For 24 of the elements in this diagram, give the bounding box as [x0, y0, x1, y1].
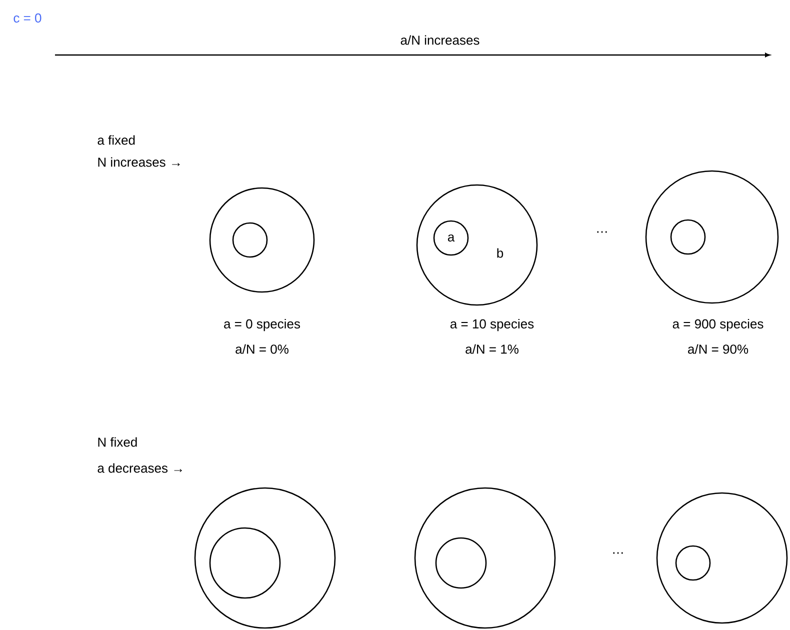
circle [656, 492, 788, 624]
ellipsis: … [613, 552, 623, 554]
row-label: N fixed [98, 437, 137, 447]
circle [435, 537, 487, 589]
node-label: a/N = 0% [236, 344, 288, 354]
circle [645, 170, 779, 304]
parameter-label: c = 0 [14, 13, 42, 23]
circle [232, 222, 268, 258]
circle [209, 187, 315, 293]
row-label: a fixed [98, 135, 135, 145]
axis-label: a/N increases [400, 35, 480, 45]
node-label: a/N = 90% [688, 344, 748, 354]
node-label: a = 900 species [672, 318, 764, 332]
circle [194, 487, 336, 629]
circle [675, 545, 711, 581]
circle [670, 219, 706, 255]
node-label: a = 10 species [450, 318, 534, 332]
node-label: a = 0 species [224, 318, 300, 332]
node-label: a/N = 1% [466, 344, 518, 354]
ellipsis: … [597, 231, 607, 233]
circle [209, 527, 281, 599]
circle [414, 487, 556, 629]
row-label: a decreases → [98, 463, 182, 473]
row-label: N increases → [98, 157, 180, 167]
